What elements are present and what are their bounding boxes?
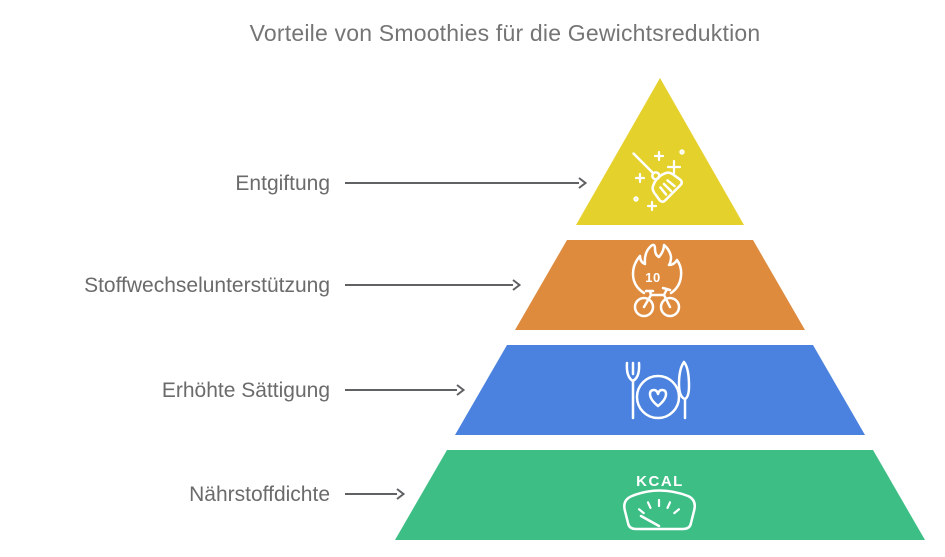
level-label-stoffwechsel: Stoffwechselunterstützung <box>84 274 330 297</box>
kcal-unit-text: KCAL <box>636 473 684 490</box>
level-label-entgiftung: Entgiftung <box>235 172 330 195</box>
fork-plate-heart-knife-icon <box>625 360 691 420</box>
level-label-naehrstoffdichte: Nährstoffdichte <box>189 483 330 506</box>
flame-calories-text: 10 <box>645 270 660 285</box>
level-label-saettigung: Erhöhte Sättigung <box>162 379 330 402</box>
page-title: Vorteile von Smoothies für die Gewichtsr… <box>250 20 761 46</box>
broom-sparkles-icon <box>632 149 685 212</box>
pyramid-level-naehrstoffdichte <box>395 450 925 540</box>
pyramid-level-stoffwechsel <box>515 240 805 330</box>
pyramid-level-entgiftung <box>576 78 744 225</box>
kcal-scale-icon: KCAL <box>623 473 696 531</box>
flame-bicycle-icon: 10 <box>631 243 683 318</box>
